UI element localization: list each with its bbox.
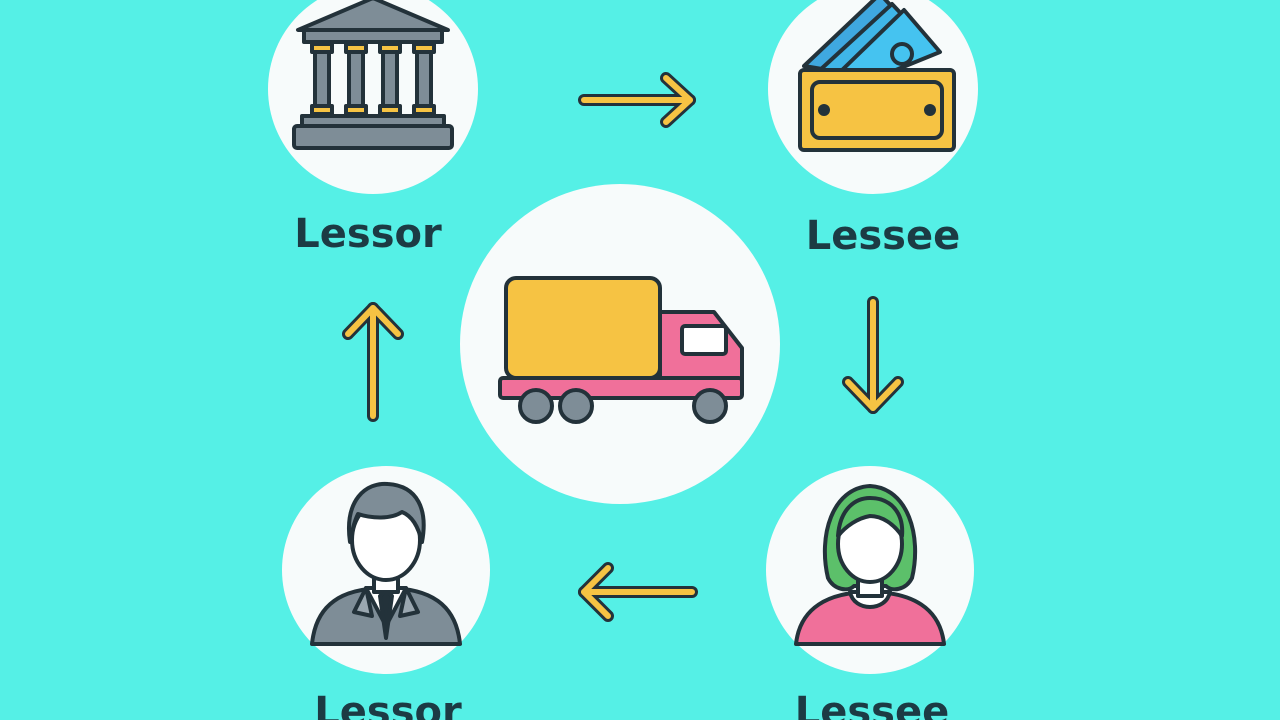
lessee-person-node [766,466,974,674]
leased-asset-node [460,184,780,504]
businessman-icon [310,481,462,646]
lessor-label-bottom: Lessor [314,689,462,720]
truck-icon [498,276,744,424]
lessee-label-bottom: Lessee [794,689,950,720]
arrow-up [342,300,404,422]
arrow-right [578,72,702,128]
arrow-down [842,296,904,418]
woman-icon [794,484,946,646]
bank-icon [292,0,454,150]
lessee-money-node [768,0,978,194]
lessee-label-top: Lessee [805,213,961,259]
lessor-person-node [282,466,490,674]
lessor-bank-node [268,0,478,194]
arrow-left [574,562,698,622]
lessor-label-top: Lessor [294,211,442,257]
money-wallet-icon [798,0,956,152]
